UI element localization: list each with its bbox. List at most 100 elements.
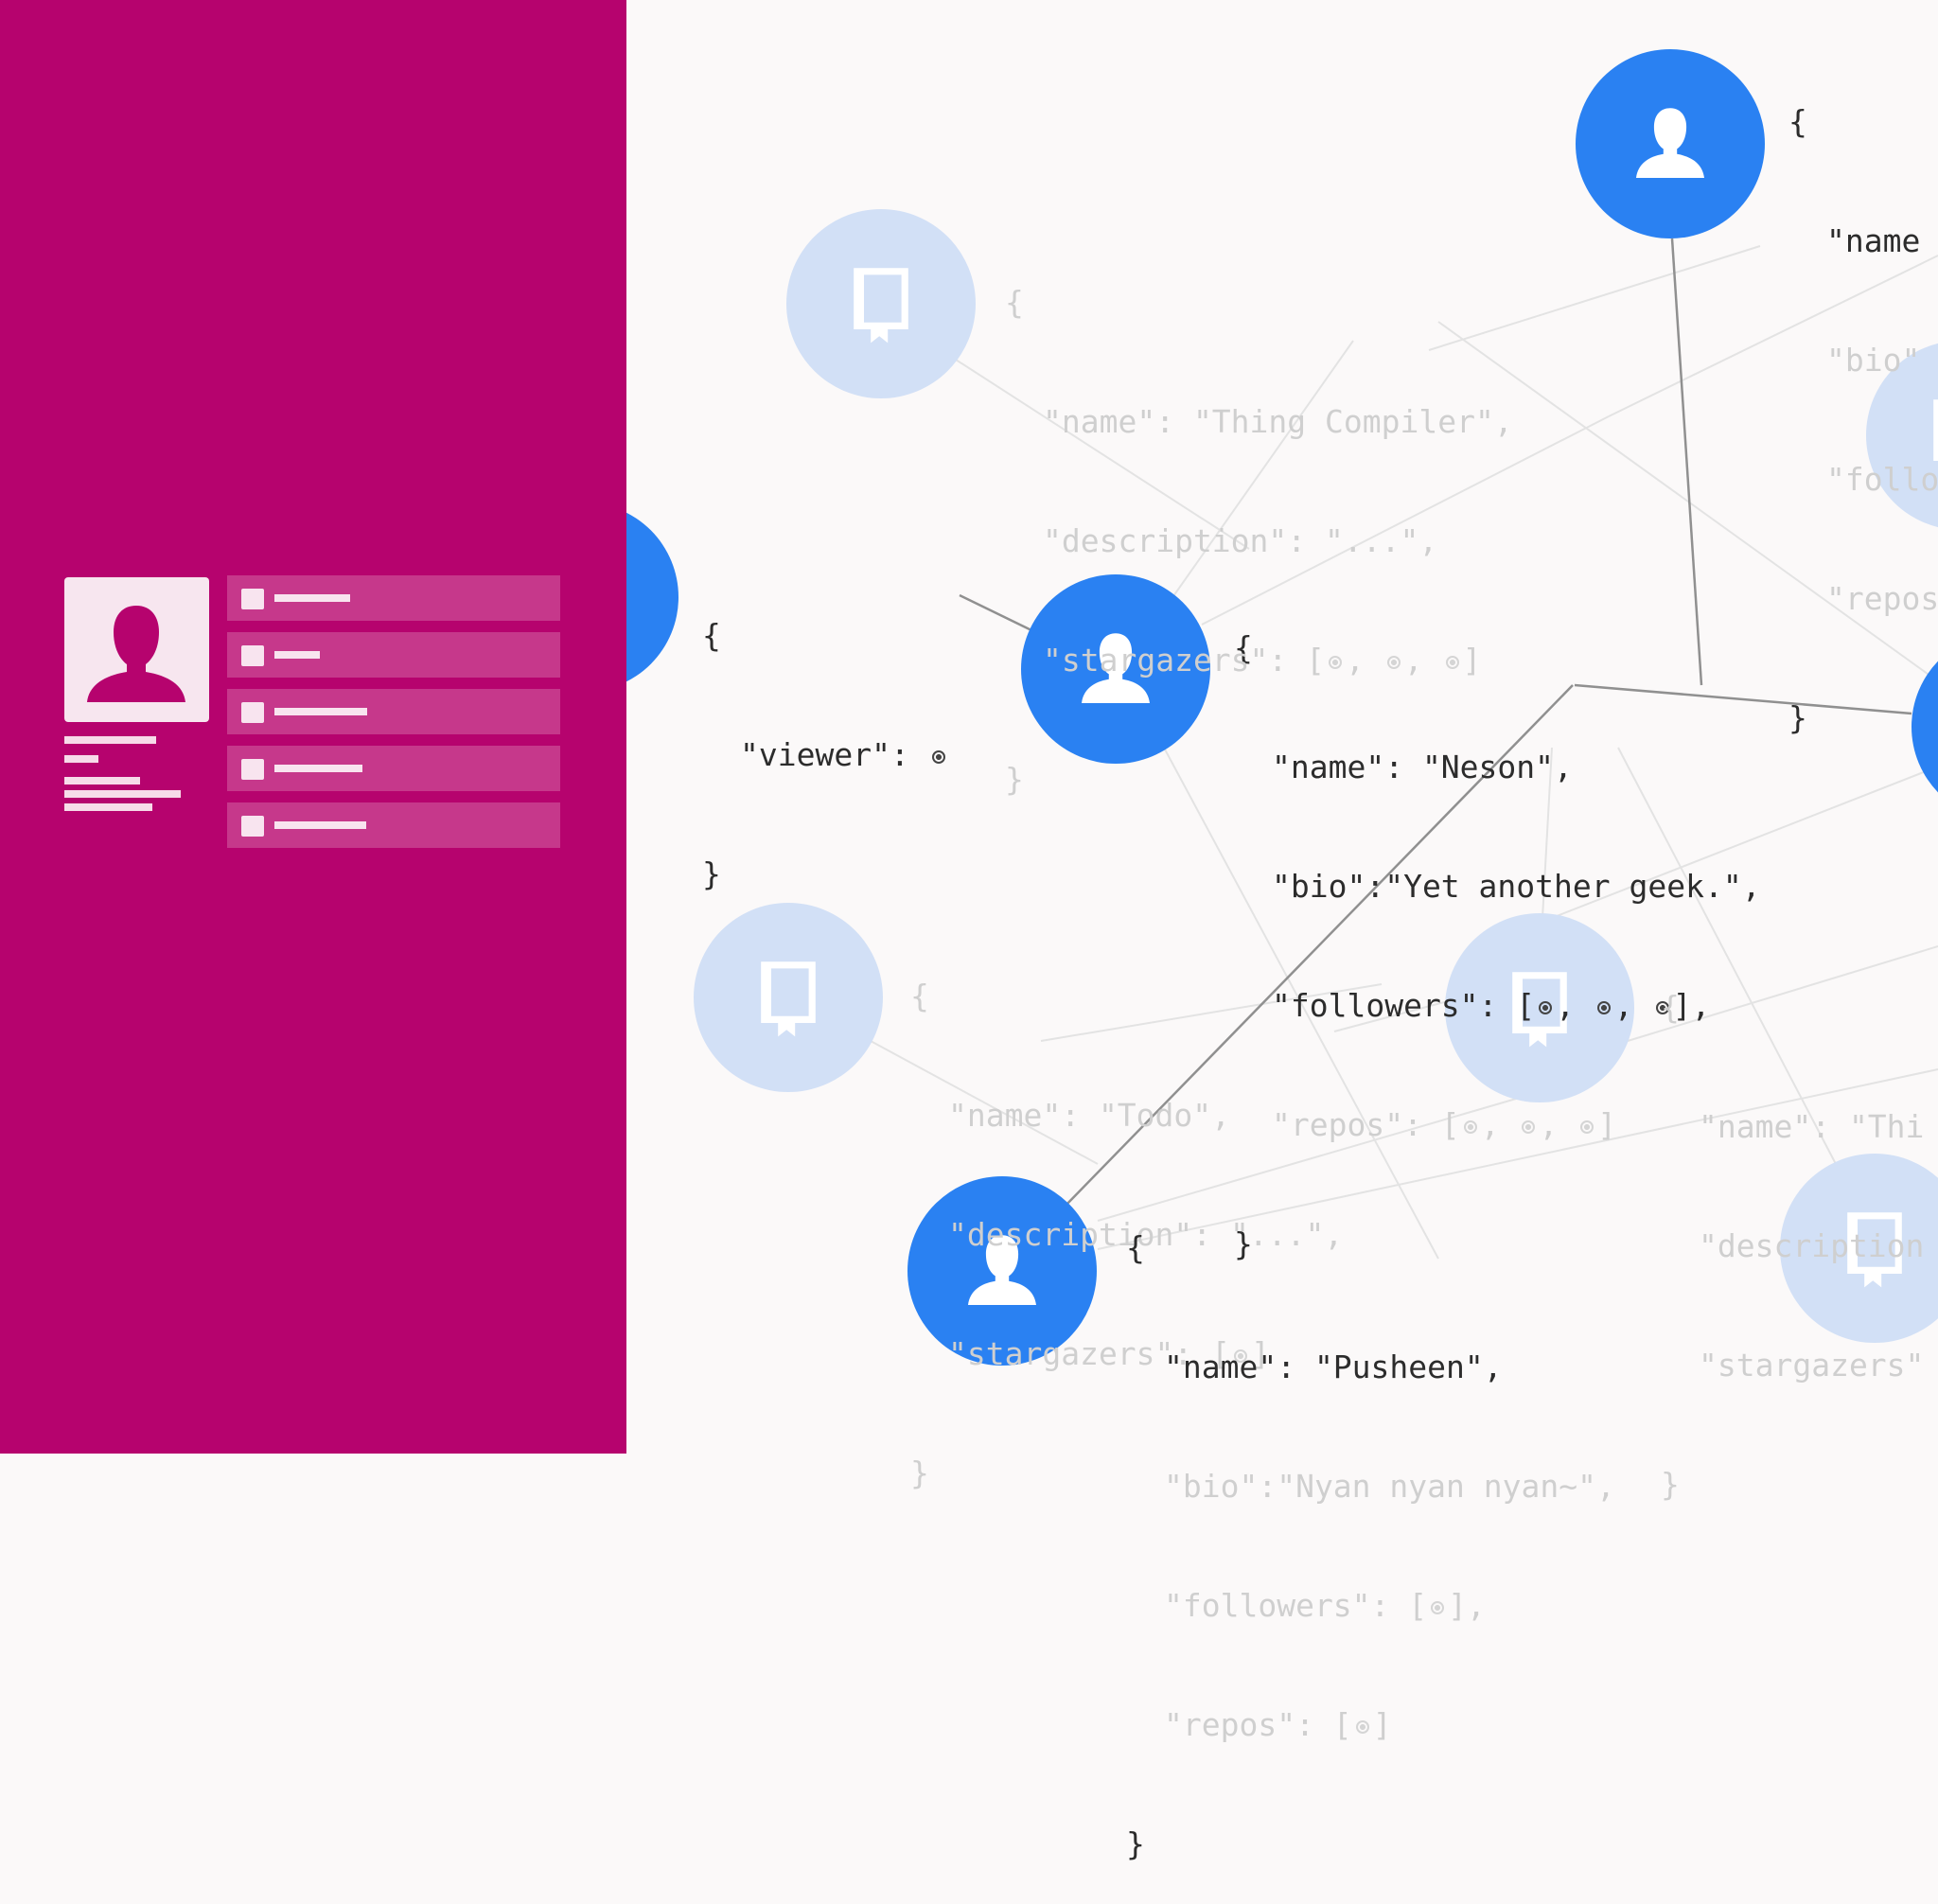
brace-close: } xyxy=(702,855,721,892)
user-badge-icon xyxy=(241,759,264,780)
brace-open: { xyxy=(910,978,929,1014)
right-repo-node[interactable] xyxy=(1866,341,1938,530)
profile-avatar-card xyxy=(64,577,209,722)
pusheen-node[interactable] xyxy=(907,1176,1097,1366)
list-item[interactable] xyxy=(227,632,560,678)
brace-close: } xyxy=(1788,699,1807,736)
list-item-line xyxy=(274,708,367,715)
user-badge-icon xyxy=(241,702,264,723)
repo-stargazers-key: "stargazers": [ xyxy=(1043,642,1326,679)
list-item[interactable] xyxy=(227,802,560,848)
neson-repos-close: ] xyxy=(1597,1106,1617,1143)
bottom-right-repo-node[interactable] xyxy=(1780,1154,1938,1343)
brace-close: } xyxy=(1126,1825,1145,1862)
viewer-key: "viewer": xyxy=(740,736,928,773)
repo-stargazers-key: "stargazers": [ xyxy=(948,1335,1231,1372)
neson-repos-key: "repos": [ xyxy=(1272,1106,1460,1143)
reference-dot-icon xyxy=(1463,1119,1477,1134)
left-panel xyxy=(0,0,626,1454)
pusheen-to-follower-edge xyxy=(1063,684,1574,1208)
pusheen-followers-close: ], xyxy=(1448,1587,1486,1624)
neson-code-block: { "name": "Neson", "bio":"Yet another ge… xyxy=(1234,629,1761,1262)
graph-edge xyxy=(1627,945,1938,1042)
graph-edge xyxy=(1551,766,1938,919)
pusheen-repos-key: "repos": [ xyxy=(1164,1706,1352,1743)
top-user-node[interactable] xyxy=(1576,49,1765,238)
reference-dot-icon xyxy=(1355,1719,1369,1734)
brace-open: { xyxy=(1661,989,1680,1026)
profile-meta-line xyxy=(64,790,181,798)
right-user-node[interactable] xyxy=(1912,632,1938,821)
list-item[interactable] xyxy=(227,746,560,791)
graph-edge xyxy=(1097,1068,1938,1250)
repo-stargazers-close: ] xyxy=(1462,642,1482,679)
reference-dot-icon xyxy=(1580,1119,1594,1134)
todo-node[interactable] xyxy=(694,903,883,1092)
top-right-repos-line: "repos xyxy=(1826,580,1938,617)
user-silhouette-icon xyxy=(87,606,185,702)
neson-name-line: "name": "Neson", xyxy=(1272,749,1573,785)
brace-close: } xyxy=(1234,1225,1253,1262)
list-item-line xyxy=(274,651,320,659)
user-badge-icon xyxy=(241,645,264,666)
graph-edge xyxy=(1172,340,1354,597)
repo-name-line: "name": "Thing Compiler", xyxy=(1043,403,1513,440)
repo-stargazers-line: "stargazers" xyxy=(1699,1347,1925,1384)
graph-edge xyxy=(1163,747,1439,1260)
list-item[interactable] xyxy=(227,689,560,734)
repo-description-line: "description": "...", xyxy=(948,1216,1344,1253)
reference-dot-icon xyxy=(1234,1349,1248,1363)
profile-meta-line xyxy=(64,777,140,785)
brace-open: { xyxy=(1126,1229,1145,1266)
pusheen-name-line: "name": "Pusheen", xyxy=(1164,1349,1503,1385)
profile-meta-line xyxy=(64,755,98,763)
repo-description-line: "description xyxy=(1699,1227,1925,1264)
viewer-code-block: { "viewer": } xyxy=(702,537,949,934)
viewer-node[interactable] xyxy=(489,502,678,692)
pusheen-code-block: { "name": "Pusheen", "bio":"Nyan nyan ny… xyxy=(1126,1149,1615,1904)
repo-stargazers-close: ] xyxy=(1251,1335,1270,1372)
brace-close: } xyxy=(1661,1466,1680,1503)
list-item[interactable] xyxy=(227,575,560,621)
reference-dot-icon xyxy=(1329,655,1343,669)
repo-name-line: "name": "Todo", xyxy=(948,1097,1231,1134)
graph-edge xyxy=(870,1040,1099,1165)
list-item-line xyxy=(274,594,350,602)
user-badge-icon xyxy=(241,816,264,837)
list-item-line xyxy=(274,765,362,772)
graph-edge xyxy=(1617,747,1837,1165)
pusheen-followers-key: "followers": [ xyxy=(1164,1587,1428,1624)
top-right-bio-line: "bio" xyxy=(1826,342,1921,379)
graph-edge xyxy=(1201,415,1610,626)
pusheen-repos-close: ] xyxy=(1372,1706,1392,1743)
graph-edge xyxy=(1097,1087,1553,1222)
brace-open: { xyxy=(1234,629,1253,666)
reference-dot-icon xyxy=(1445,655,1459,669)
profile-meta-line xyxy=(64,736,156,744)
reference-dot-icon xyxy=(1522,1119,1536,1134)
thing-compiler-node[interactable] xyxy=(786,209,976,398)
pusheen-bio-line: "bio":"Nyan nyan nyan~", xyxy=(1164,1468,1615,1505)
top-right-name-line: "name xyxy=(1826,222,1921,259)
repo-name-line: "name": "Thi xyxy=(1699,1108,1925,1145)
reference-dot-icon xyxy=(1431,1600,1445,1614)
graph-edge xyxy=(955,359,1250,550)
graph-edge xyxy=(1542,747,1553,919)
neson-bio-line: "bio":"Yet another geek.", xyxy=(1272,868,1761,905)
neson-followers-key: "followers": [ xyxy=(1272,987,1536,1024)
reference-dot-icon xyxy=(931,749,945,764)
right-repo-code-block: { "name": "Thi "description "stargazers"… xyxy=(1661,908,1924,1544)
follower-to-right-user-edge xyxy=(1574,683,1912,715)
neson-node[interactable] xyxy=(1021,574,1210,764)
reference-dot-icon xyxy=(1539,1000,1553,1014)
list-item-line xyxy=(274,821,366,829)
top-user-to-follower-edge xyxy=(1670,238,1703,686)
brace-open: { xyxy=(1005,284,1024,321)
graph-edge xyxy=(1428,245,1761,351)
user-badge-icon xyxy=(241,589,264,609)
graph-edge xyxy=(1040,983,1383,1042)
top-right-followers-line: "follo xyxy=(1826,461,1938,498)
thing-compiler-code-block: { "name": "Thing Compiler", "description… xyxy=(1005,284,1513,798)
profile-meta-line xyxy=(64,803,152,811)
graph-canvas xyxy=(489,49,1938,1366)
